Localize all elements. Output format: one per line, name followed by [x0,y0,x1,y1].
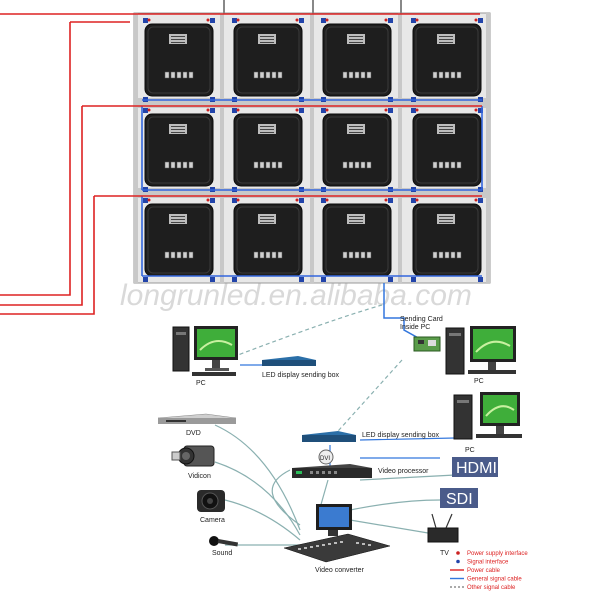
dvd-label: DVD [186,430,201,437]
pc-left-label: PC [196,380,206,387]
led-cabinet [411,198,483,282]
sending-box-top-label: LED display sending box [262,372,340,379]
legend-item: Other signal cable [450,585,516,591]
legend-item: Signal interface [456,560,509,566]
sending-box-mid-label: LED display sending box [362,432,440,439]
tv-label: TV [440,550,449,557]
dvi-label: DVI [320,456,330,462]
legend-item: General signal cable [450,577,522,583]
led-cabinet [321,18,393,102]
led-wall [0,0,491,315]
vidicon-label: Vidicon [188,473,211,480]
dvi-badge: DVI [318,449,334,465]
camera-label: Camera [200,517,225,524]
led-wall-grid [134,13,490,283]
video-converter-label: Video converter [315,567,365,574]
pc-right-top: PC [445,326,516,385]
led-cabinet [232,18,304,102]
tv: TV [427,513,459,557]
video-converter: Video converter [283,504,391,574]
power-cables [0,13,482,315]
sending-card-line1: Sending Card [400,316,443,323]
microphone: Sound [209,536,239,557]
vidicon: Vidicon [171,445,215,480]
sending-box-top: LED display sending box [262,356,340,379]
legend-label: Power supply interface [467,551,528,557]
hdmi-badge: HDMI [452,457,498,477]
legend-item: Power cable [450,568,501,574]
legend-item: Power supply interface [456,551,528,557]
pc-right-top-label: PC [474,378,484,385]
led-cabinet [143,198,215,282]
led-cabinet [143,18,215,102]
pc-left: PC [172,326,238,387]
sending-card: Sending Card Inside PC [400,316,443,352]
watermark-text: longrunled.en.alibaba.com [120,279,472,312]
legend-marker [456,551,460,555]
pc-right-mid: PC [453,392,522,454]
legend-label: Power cable [467,568,501,574]
legend-label: Signal interface [467,560,509,566]
pc-right-mid-label: PC [465,447,475,454]
signal-cable-wall [141,99,483,277]
led-cabinet [143,108,215,192]
legend-marker [456,559,460,564]
sending-card-line2: Inside PC [400,324,430,331]
sending-box-mid: LED display sending box [302,431,440,442]
dvd-player: DVD [157,413,237,437]
led-cabinet [411,108,483,192]
hdmi-label: HDMI [456,460,497,477]
cabinet-grid [143,18,483,282]
led-cabinet [411,18,483,102]
legend-label: Other signal cable [467,585,516,591]
sound-label: Sound [212,550,232,557]
camera: Camera [197,490,225,524]
sdi-badge: SDI [440,488,478,508]
led-cabinet [232,198,304,282]
led-cabinet [232,108,304,192]
led-cabinet [321,198,393,282]
video-processor: Video processor [292,464,429,478]
legend-label: General signal cable [467,577,522,583]
led-cabinet [321,108,393,192]
video-processor-label: Video processor [378,468,429,475]
sdi-label: SDI [446,491,473,508]
